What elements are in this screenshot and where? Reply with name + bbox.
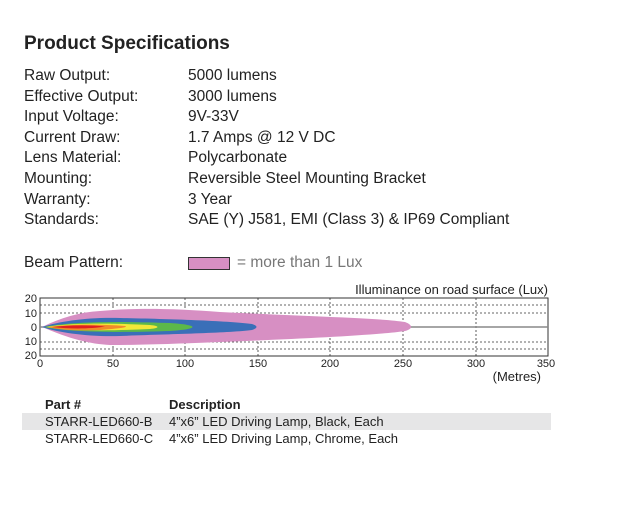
header-part: Part # — [45, 396, 82, 412]
x-tick: 50 — [107, 358, 119, 370]
spec-label: Current Draw: — [24, 128, 121, 146]
y-tick: 10 — [25, 336, 37, 348]
table-row: STARR-LED660-B 4”x6” LED Driving Lamp, Bl… — [22, 413, 551, 430]
x-ticks: 0 50 100 150 200 250 300 350 — [37, 358, 555, 370]
spec-label: Raw Output: — [24, 67, 111, 84]
spec-row: Standards: SAE (Y) J581, EMI (Class 3) & … — [24, 210, 509, 231]
x-tick: 100 — [176, 358, 194, 370]
spec-value: 3000 lumens — [188, 87, 277, 105]
x-tick: 200 — [321, 358, 339, 370]
spec-value: Polycarbonate — [188, 149, 288, 167]
table-row: STARR-LED660-C 4”x6” LED Driving Lamp, Ch… — [22, 430, 551, 447]
part-description: 4”x6” LED Driving Lamp, Chrome, Each — [169, 431, 399, 446]
spec-value: 1.7 Amps @ 12 V DC — [188, 128, 336, 146]
table-header: Part # Description — [22, 395, 551, 413]
spec-value: 3 Year — [188, 190, 232, 208]
y-ticks: 20 10 0 10 20 — [25, 293, 37, 362]
x-tick: 0 — [37, 358, 43, 370]
x-tick: 250 — [394, 358, 412, 370]
part-number: STARR-LED660-C — [45, 431, 154, 446]
part-number: STARR-LED660-B — [45, 414, 153, 429]
x-tick: 350 — [537, 358, 555, 370]
spec-row: Current Draw: 1.7 Amps @ 12 V DC — [24, 128, 509, 149]
spec-value: Reversible Steel Mounting Bracket — [188, 169, 426, 187]
y-tick: 0 — [31, 322, 37, 334]
beam-red — [52, 325, 105, 329]
spec-row: Input Voltage: 9V-33V — [24, 107, 509, 128]
header-description: Description — [169, 396, 241, 412]
x-tick: 300 — [467, 358, 485, 370]
spec-value: SAE (Y) J581, EMI (Class 3) & IP69 Compl… — [188, 211, 510, 229]
spec-label: Warranty: — [24, 190, 91, 208]
chart-title: Illuminance on road surface (Lux) — [355, 282, 548, 297]
spec-row: Warranty: 3 Year — [24, 190, 509, 211]
spec-row: Mounting: Reversible Steel Mounting Brack… — [24, 169, 509, 190]
spec-label: Lens Material: — [24, 149, 122, 167]
parts-table: Part # Description STARR-LED660-B 4”x6” LE… — [22, 395, 551, 447]
beam-label: Beam Pattern: — [24, 254, 124, 271]
spec-label: Input Voltage: — [24, 108, 119, 126]
spec-row: Lens Material: Polycarbonate — [24, 148, 509, 169]
beam-chart: Illuminance on road surface (Lux) 20 10 … — [25, 282, 555, 384]
y-tick: 20 — [25, 350, 37, 362]
beam-pattern-legend: Beam Pattern: = more than 1 Lux — [24, 254, 362, 272]
spec-value: 5000 lumens — [188, 67, 277, 84]
x-axis-label: (Metres) — [493, 369, 541, 384]
page-title: Product Specifications — [24, 33, 230, 54]
legend-swatch — [188, 256, 230, 270]
y-tick: 10 — [25, 308, 37, 320]
spec-list: Raw Output: 5000 lumens Effective Output:… — [24, 66, 509, 231]
spec-label: Effective Output: — [24, 87, 139, 105]
spec-row: Raw Output: 5000 lumens — [24, 66, 509, 87]
spec-label: Standards: — [24, 211, 99, 229]
spec-row: Effective Output: 3000 lumens — [24, 87, 509, 108]
legend-text: = more than 1 Lux — [237, 254, 363, 271]
y-tick: 20 — [25, 293, 37, 305]
spec-label: Mounting: — [24, 169, 93, 187]
spec-value: 9V-33V — [188, 108, 239, 126]
x-tick: 150 — [249, 358, 267, 370]
part-description: 4”x6” LED Driving Lamp, Black, Each — [169, 414, 384, 429]
